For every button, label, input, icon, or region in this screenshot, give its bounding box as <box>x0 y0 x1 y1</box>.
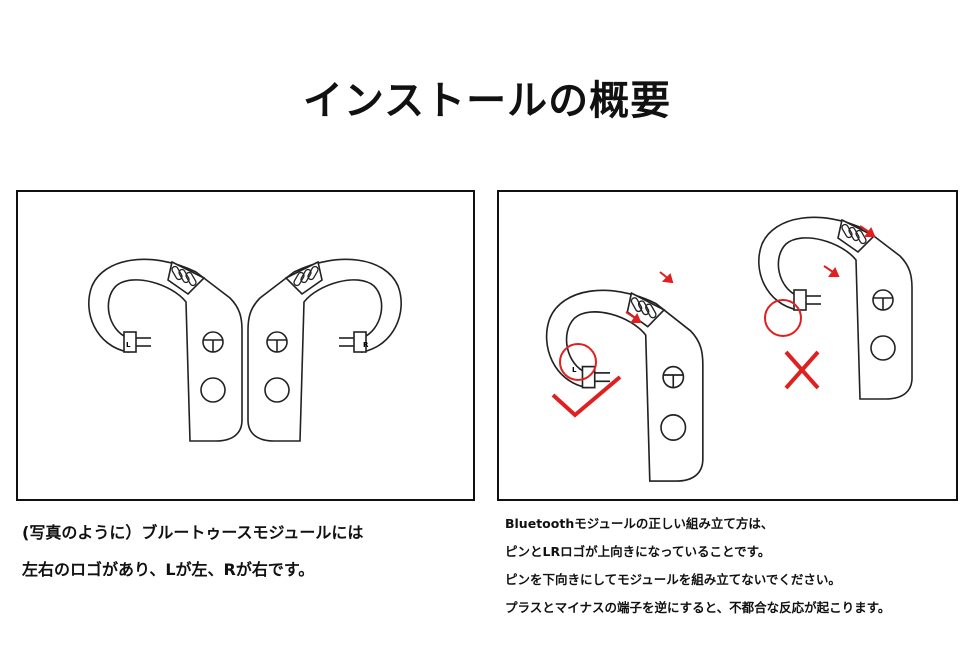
label-r: R <box>363 341 369 349</box>
right-caption-line-4: プラスとマイナスの端子を逆にすると、不都合な反応が起こります。 <box>505 600 891 615</box>
label-l-correct: L <box>572 366 577 374</box>
cross-icon <box>784 350 820 390</box>
highlight-circle-incorrect <box>764 299 802 337</box>
earpiece-left <box>88 258 243 442</box>
right-caption-line-2: ピンとLRロゴが上向きになっていることです。 <box>505 544 771 559</box>
highlight-circle-correct <box>559 343 597 381</box>
earpiece-incorrect <box>758 216 913 400</box>
earpiece-correct <box>545 289 704 482</box>
left-caption-line-1: (写真のように）ブルートゥースモジュールには <box>22 523 364 542</box>
label-l: L <box>126 341 131 349</box>
left-caption-line-2: 左右のロゴがあり、Lが左、Rが右です。 <box>22 560 315 579</box>
check-icon <box>551 375 622 418</box>
arrow-icons <box>625 225 876 323</box>
right-caption-line-1: Bluetoothモジュールの正しい組み立て方は、 <box>505 516 774 531</box>
right-caption-line-3: ピンを下向きにしてモジュールを組み立てないでください。 <box>505 572 841 587</box>
left-right-logo-panel <box>16 190 475 501</box>
page-title: インストールの概要 <box>302 78 672 124</box>
earpiece-right <box>247 258 402 442</box>
